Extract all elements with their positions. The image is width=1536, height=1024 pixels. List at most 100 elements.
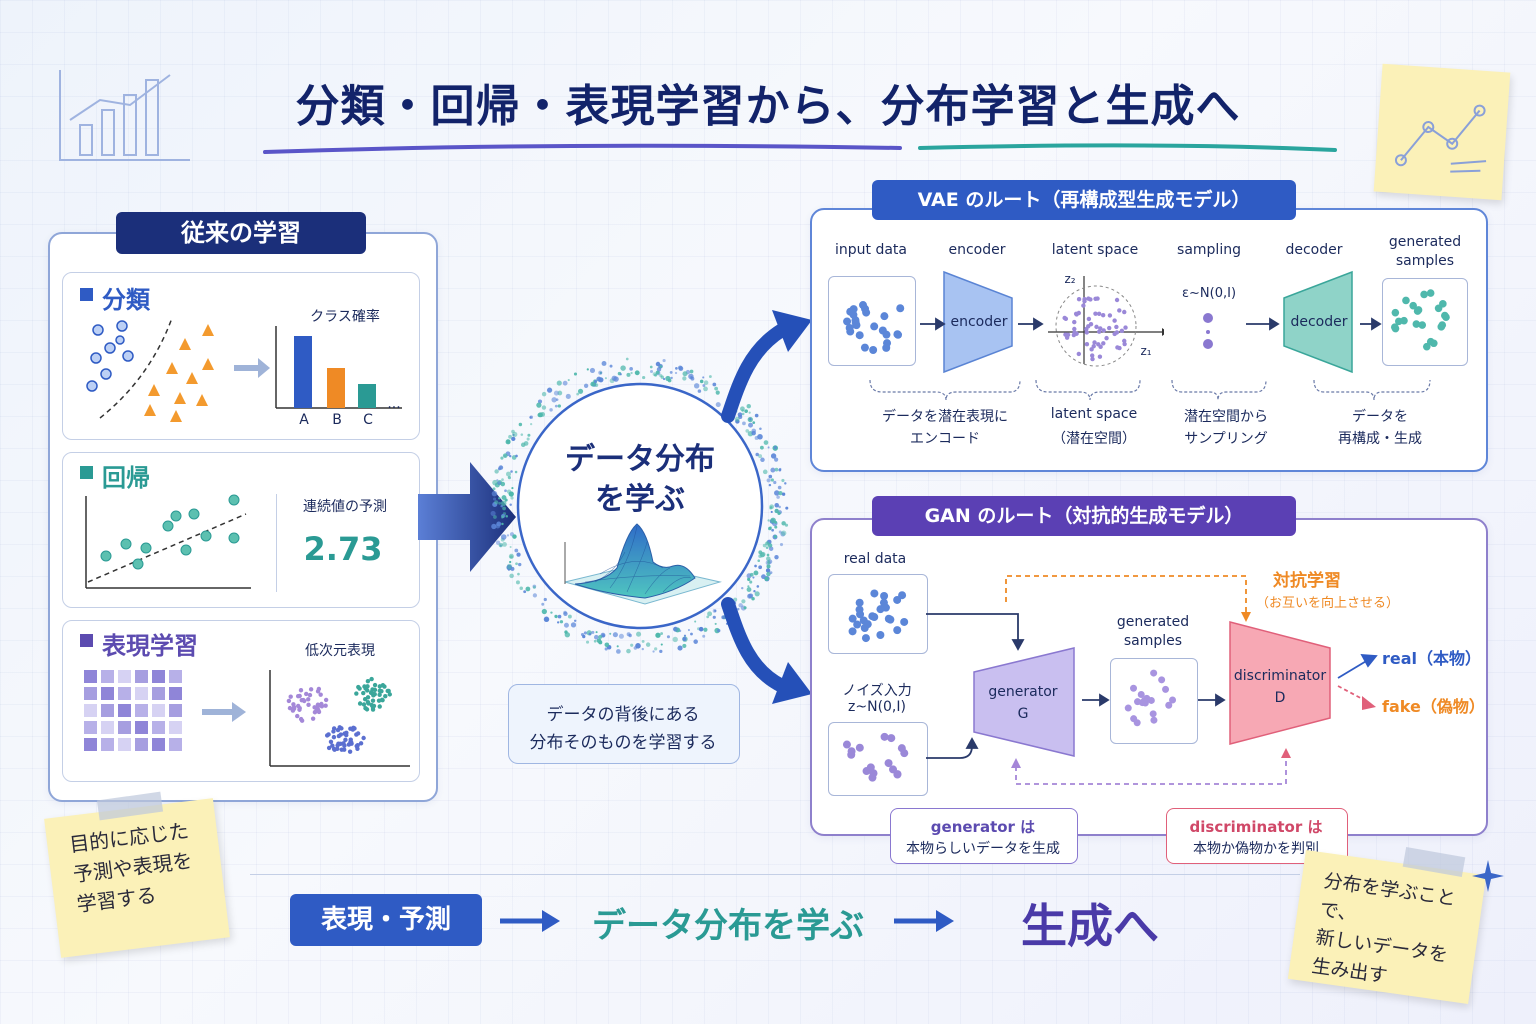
halo-dot — [526, 437, 530, 441]
dot — [365, 700, 371, 705]
distribution-circle — [490, 357, 789, 654]
gan-noise-label-2: z~N(0,I) — [848, 699, 906, 715]
halo-dot — [649, 365, 653, 369]
dot — [1094, 324, 1099, 330]
halo-dot — [748, 411, 751, 414]
halo-dot — [773, 480, 777, 485]
halo-dot — [511, 436, 516, 442]
halo-dot — [682, 376, 687, 381]
halo-dot — [743, 606, 747, 610]
halo-dot — [616, 645, 619, 648]
halo-dot — [618, 633, 624, 639]
grid-cell — [84, 721, 97, 734]
halo-dot — [506, 534, 510, 537]
grid-cell — [152, 738, 165, 751]
halo-dot — [630, 643, 634, 647]
grid-cell — [152, 721, 165, 734]
dot — [323, 697, 329, 703]
halo-dot — [530, 422, 533, 426]
dot — [898, 591, 907, 600]
dot — [298, 716, 304, 722]
sparkle-icon — [1472, 860, 1504, 892]
dot — [855, 598, 864, 607]
halo-dot — [565, 393, 571, 399]
halo-dot — [655, 632, 661, 638]
halo-dot — [515, 562, 518, 566]
grid-cell — [169, 704, 182, 717]
gan-noise-box — [828, 722, 928, 796]
vae-caption-3b: サンプリング — [1184, 431, 1268, 447]
grid-cell — [118, 704, 131, 717]
dot — [306, 702, 311, 708]
dot — [855, 605, 864, 614]
vae-sample-dots — [1203, 313, 1213, 349]
dot — [869, 346, 878, 355]
halo-dot — [702, 376, 705, 379]
dot — [343, 737, 348, 743]
halo-dot — [557, 404, 561, 408]
dot — [286, 698, 292, 704]
regression-bullet-icon — [80, 466, 93, 479]
halo-dot — [629, 367, 633, 371]
halo-dot — [781, 530, 787, 536]
halo-dot — [625, 357, 629, 361]
halo-dot — [525, 586, 531, 592]
halo-dot — [693, 383, 700, 389]
grid-cell — [152, 670, 165, 683]
halo-dot — [757, 559, 761, 562]
halo-dot — [554, 404, 558, 408]
dot — [380, 683, 386, 688]
dot — [1124, 704, 1132, 712]
halo-dot — [609, 632, 612, 635]
halo-dot — [655, 370, 660, 375]
dot — [335, 746, 340, 752]
class-label-c: C — [363, 412, 373, 428]
halo-dot — [762, 543, 767, 548]
grid-cell — [84, 738, 97, 751]
halo-dot — [515, 580, 520, 585]
halo-dot — [514, 548, 519, 553]
halo-dot — [580, 632, 585, 637]
dot — [1086, 324, 1091, 329]
halo-dot — [593, 634, 599, 640]
gan-flow-arrows — [926, 575, 1378, 785]
vae-input-box — [828, 276, 916, 366]
bottom-divider — [250, 874, 1300, 875]
dot — [1090, 356, 1095, 362]
dot — [354, 691, 359, 696]
gan-adversarial-subtitle: （お互いを向上させる） — [1256, 596, 1400, 611]
dot — [842, 740, 851, 749]
dot — [347, 749, 353, 754]
vae-decoder-box-label: decoder — [1290, 314, 1348, 330]
halo-dot — [636, 631, 642, 637]
dot — [1409, 301, 1417, 310]
halo-dot — [576, 392, 580, 396]
dot — [358, 741, 364, 746]
vae-encoder-label: encoder — [948, 242, 1006, 258]
dot — [889, 765, 898, 774]
dot — [860, 343, 869, 352]
halo-dot — [665, 375, 671, 382]
halo-dot — [511, 487, 514, 490]
dot — [357, 701, 363, 706]
vae-header: VAE のルート（再構成型生成モデル） — [872, 180, 1296, 220]
dot — [299, 697, 304, 703]
halo-dot — [492, 487, 496, 491]
dot — [1117, 345, 1122, 351]
halo-dot — [520, 433, 524, 436]
dot — [1412, 320, 1421, 328]
halo-dot — [509, 560, 512, 564]
halo-dot — [654, 373, 658, 377]
halo-dot — [583, 631, 587, 635]
halo-dot — [511, 429, 515, 434]
halo-dot — [515, 454, 518, 458]
vae-sampling-formula: ε~N(0,I) — [1181, 286, 1237, 301]
vae-caption-4b: 再構成・生成 — [1338, 431, 1422, 447]
grid-cell — [118, 738, 131, 751]
halo-dot — [493, 515, 497, 519]
halo-dot — [754, 591, 760, 597]
dot — [1439, 300, 1447, 308]
halo-dot — [689, 369, 694, 374]
halo-dot — [498, 542, 503, 548]
halo-dot — [494, 469, 499, 474]
